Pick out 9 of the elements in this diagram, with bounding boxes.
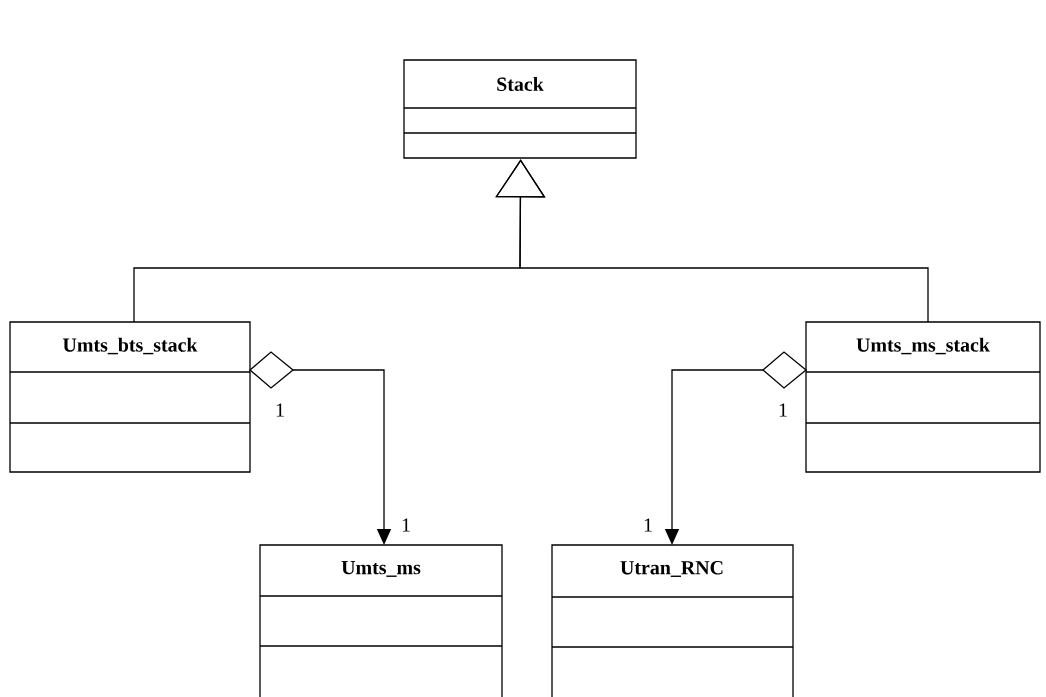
class-box: Umts_ms bbox=[259, 544, 503, 697]
multiplicity-label: 1 bbox=[402, 518, 410, 532]
class-box: Utran_RNC bbox=[551, 544, 794, 697]
class-box: Stack bbox=[403, 59, 637, 159]
class-box: Umts_ms_stack bbox=[805, 321, 1041, 473]
class-box: Umts_bts_stack bbox=[9, 321, 251, 473]
generalization-arrow bbox=[495, 159, 929, 323]
multiplicity-label: 1 bbox=[276, 403, 284, 417]
multiplicity-label: 1 bbox=[779, 403, 787, 417]
